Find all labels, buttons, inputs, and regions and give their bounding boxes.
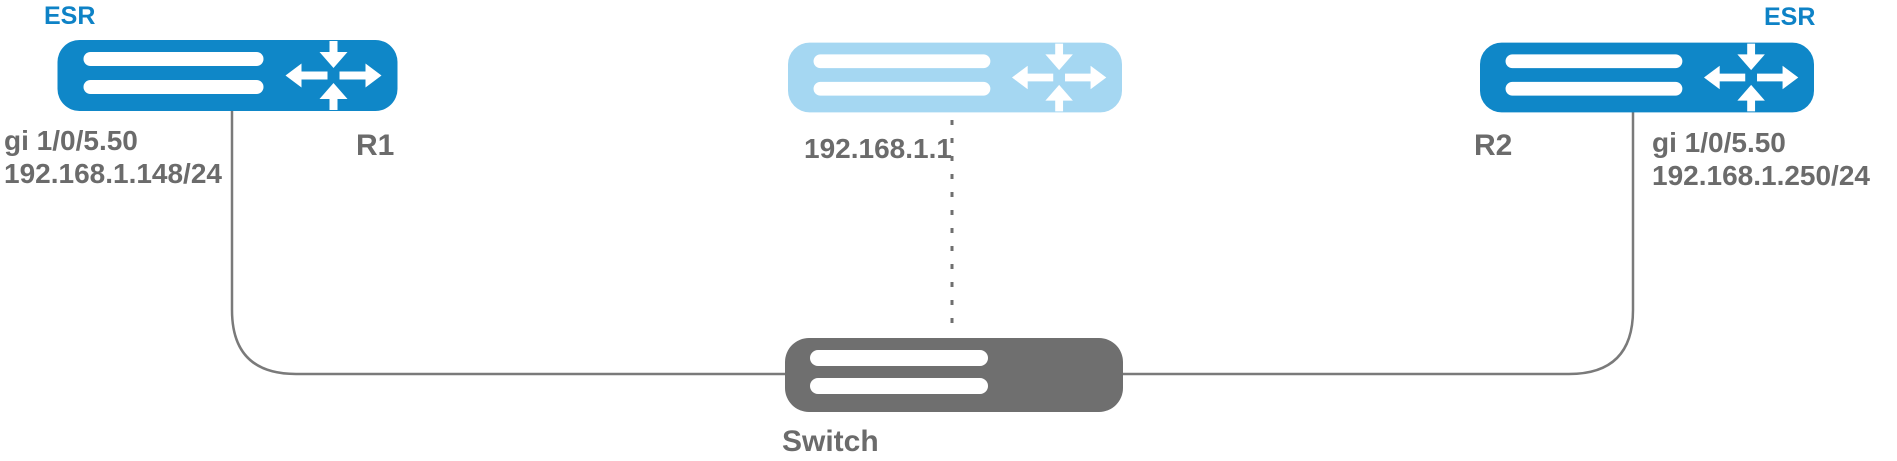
r1-ip-label: 192.168.1.148/24 xyxy=(4,158,222,189)
link-r1-to-switch xyxy=(230,106,792,376)
crossed-arrows-icon xyxy=(1703,43,1799,112)
r2-device-type-label: ESR xyxy=(1764,3,1816,31)
router-icon xyxy=(1480,42,1814,113)
router-r2 xyxy=(1480,42,1814,113)
r2-name-label: R2 xyxy=(1474,129,1513,162)
link-r2-to-switch xyxy=(1116,108,1635,376)
crossed-arrows-icon xyxy=(1011,43,1107,112)
switch xyxy=(785,338,1123,412)
crossed-arrows-icon xyxy=(285,41,382,110)
router-slots xyxy=(1505,54,1683,96)
r1-interface-label: gi 1/0/5.50 xyxy=(4,125,138,156)
router-slots xyxy=(83,52,264,94)
r2-port-info: gi 1/0/5.50 192.168.1.250/24 xyxy=(1652,126,1870,192)
router-slots xyxy=(813,54,991,96)
router-icon xyxy=(788,42,1122,113)
r2-interface-label: gi 1/0/5.50 xyxy=(1652,127,1786,158)
r1-port-info: gi 1/0/5.50 192.168.1.148/24 xyxy=(4,124,222,190)
r1-name-label: R1 xyxy=(356,129,395,162)
r2-ip-label: 192.168.1.250/24 xyxy=(1652,160,1870,191)
switch-name-label: Switch xyxy=(782,425,879,458)
router-r1 xyxy=(57,40,398,111)
r1-device-type-label: ESR xyxy=(44,2,96,30)
switch-icon xyxy=(785,338,1123,412)
router-icon xyxy=(57,40,398,111)
switch-slots xyxy=(810,350,988,394)
virtual-router xyxy=(788,42,1122,113)
virtual-router-ip-label: 192.168.1.1 xyxy=(804,133,952,164)
switch-body xyxy=(785,338,1123,412)
